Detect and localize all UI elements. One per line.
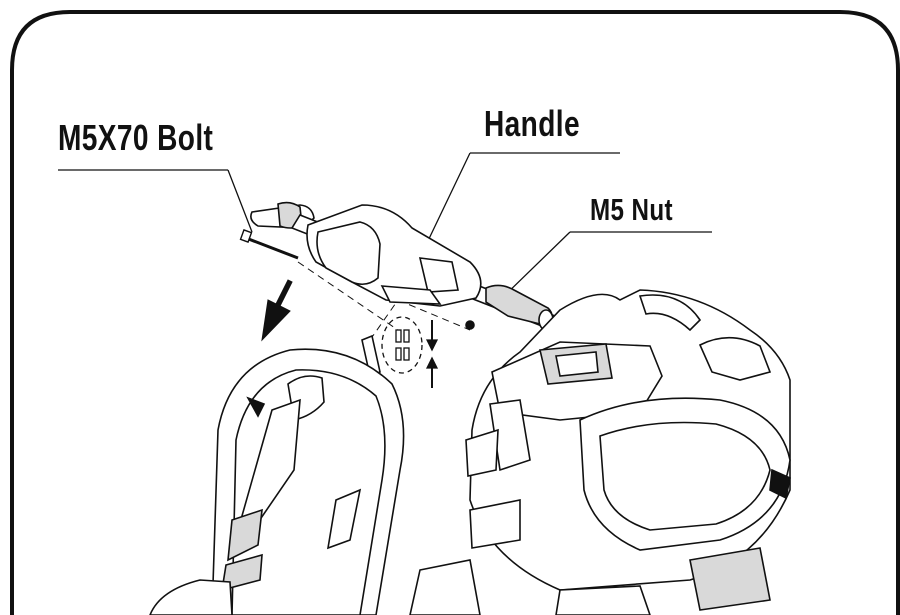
front-fender	[149, 579, 233, 615]
bolt-leader-line	[227, 169, 253, 233]
nut-label: M5 Nut	[590, 192, 673, 227]
bolt-part	[239, 229, 299, 260]
clamp-detail	[381, 316, 439, 388]
handlebar	[250, 201, 562, 378]
leader-lines	[58, 152, 712, 301]
insert-direction-arrow	[261, 279, 293, 342]
bolt-label: M5X70 Bolt	[58, 117, 214, 158]
handle-leader-line	[425, 152, 471, 246]
scooter-front	[211, 348, 405, 615]
scooter-body	[409, 289, 791, 615]
diagram-frame	[10, 10, 900, 615]
handle-label: Handle	[484, 103, 580, 144]
assembly-guide-lines	[297, 261, 471, 341]
